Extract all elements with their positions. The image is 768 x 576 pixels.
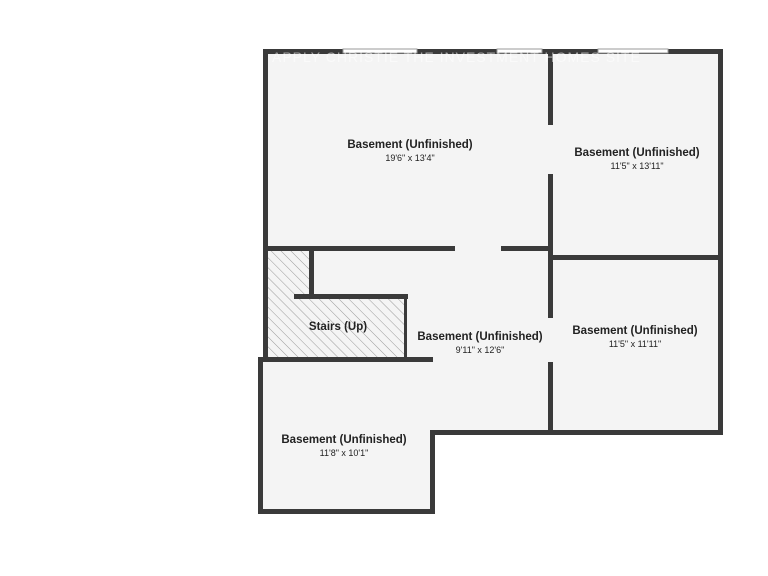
room-dims-northeast: 11'5" x 13'11" (610, 161, 663, 171)
room-dims-main: 19'6" x 13'4" (385, 153, 434, 163)
floor-area (261, 52, 720, 511)
exterior-walls (258, 49, 723, 514)
window-right (597, 48, 669, 54)
room-label-northeast: Basement (Unfinished) (574, 147, 699, 159)
room-label-center: Basement (Unfinished) (417, 331, 542, 343)
room-dims-east: 11'5" x 11'11" (609, 339, 661, 349)
room-label-main: Basement (Unfinished) (347, 139, 472, 151)
stairs-label: Stairs (Up) (309, 321, 367, 333)
window-left (342, 48, 418, 54)
interior-walls (266, 54, 719, 432)
windows (342, 48, 669, 54)
watermark: APPLY CHRISTIE THE INVESTMENT HOMES SITE (272, 49, 641, 65)
room-dims-southwest: 11'8" x 10'1" (320, 448, 369, 458)
stairs-landing (314, 251, 405, 296)
window-middle (496, 48, 543, 54)
room-label-east: Basement (Unfinished) (572, 325, 697, 337)
room-dims-center: 9'11" x 12'6" (456, 345, 505, 355)
room-label-southwest: Basement (Unfinished) (281, 434, 406, 446)
